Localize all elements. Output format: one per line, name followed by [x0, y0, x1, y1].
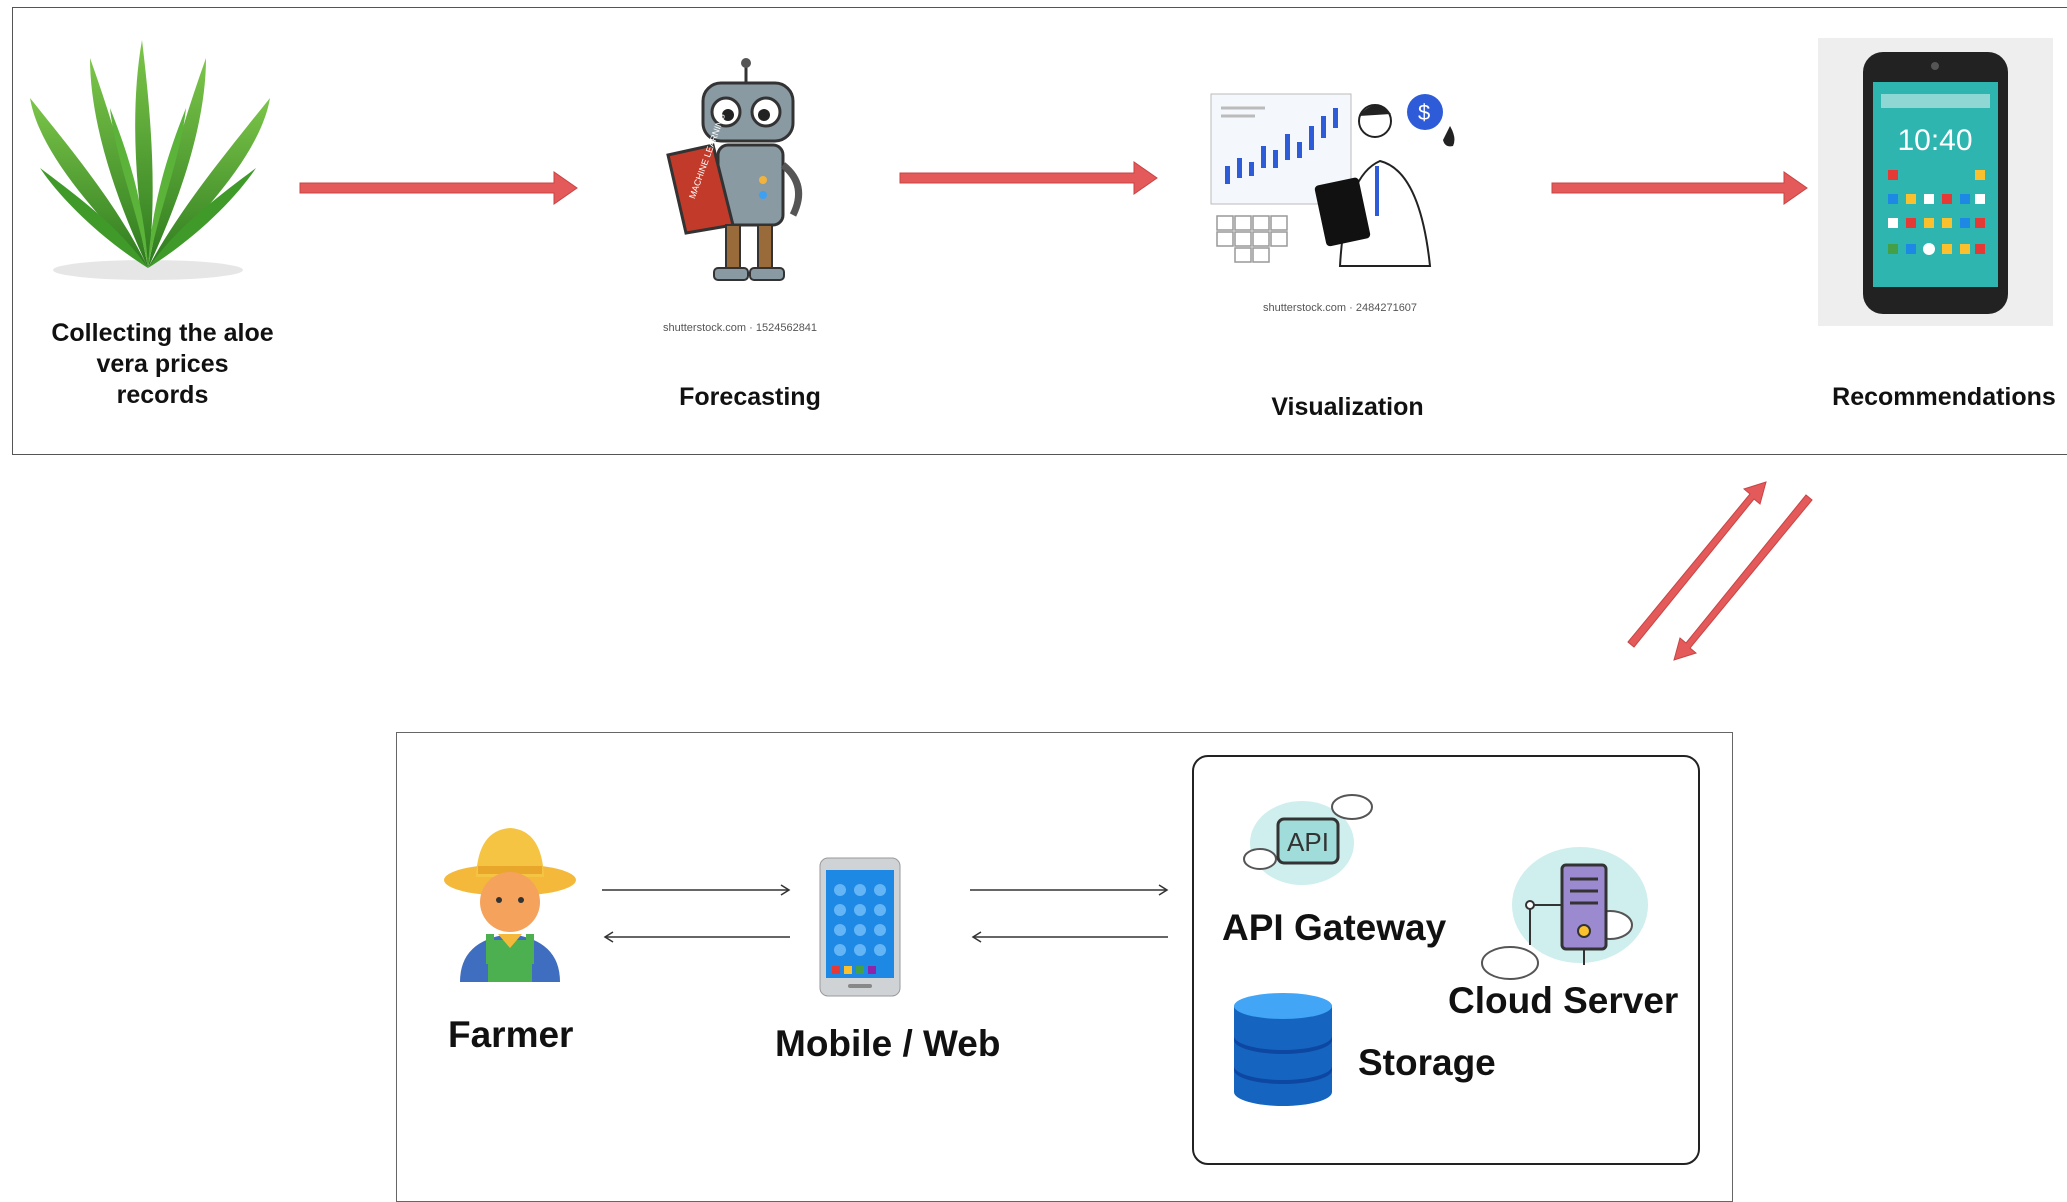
farmer-icon: [440, 822, 580, 987]
response-arrow: [968, 880, 1172, 950]
storage-label: Storage: [1358, 1042, 1496, 1083]
step-visualization-label: Visualization: [1271, 393, 1424, 421]
pipeline-panel: [12, 7, 2067, 455]
flow-arrow: [298, 168, 580, 208]
client-label: Mobile / Web: [775, 1023, 1001, 1064]
request-arrow: [600, 880, 794, 950]
phone-clock: 10:40: [1897, 124, 1972, 157]
robot-reading-icon: MACHINE LEARNING: [658, 55, 818, 300]
analyst-charts-icon: $: [1205, 86, 1475, 276]
svg-text:$: $: [1418, 100, 1430, 125]
step-forecasting-label: Forecasting: [679, 383, 821, 411]
farmer-label: Farmer: [448, 1014, 574, 1055]
api-icon-text: API: [1287, 827, 1329, 857]
image-credit: shutterstock.com · 1524562841: [662, 322, 818, 334]
api-gateway-label: API Gateway: [1222, 907, 1447, 948]
cloud-server-icon: [1480, 835, 1655, 985]
smartphone-icon: 10:40: [1818, 38, 2053, 326]
aloe-plant-icon: [20, 38, 278, 288]
image-credit: shutterstock.com · 2484271607: [1262, 302, 1418, 314]
cloud-server-label: Cloud Server: [1448, 980, 1679, 1021]
flow-arrow: [898, 158, 1160, 198]
step-recommendations-label: Recommendations: [1832, 383, 2056, 411]
bidirectional-arrow: [1620, 470, 1820, 685]
flow-arrow: [1550, 168, 1810, 208]
mobile-device-icon: [818, 856, 902, 998]
database-icon: [1232, 992, 1334, 1110]
step-collecting-label: Collecting the aloe vera prices records: [51, 319, 274, 409]
api-cloud-icon: API: [1240, 785, 1375, 895]
